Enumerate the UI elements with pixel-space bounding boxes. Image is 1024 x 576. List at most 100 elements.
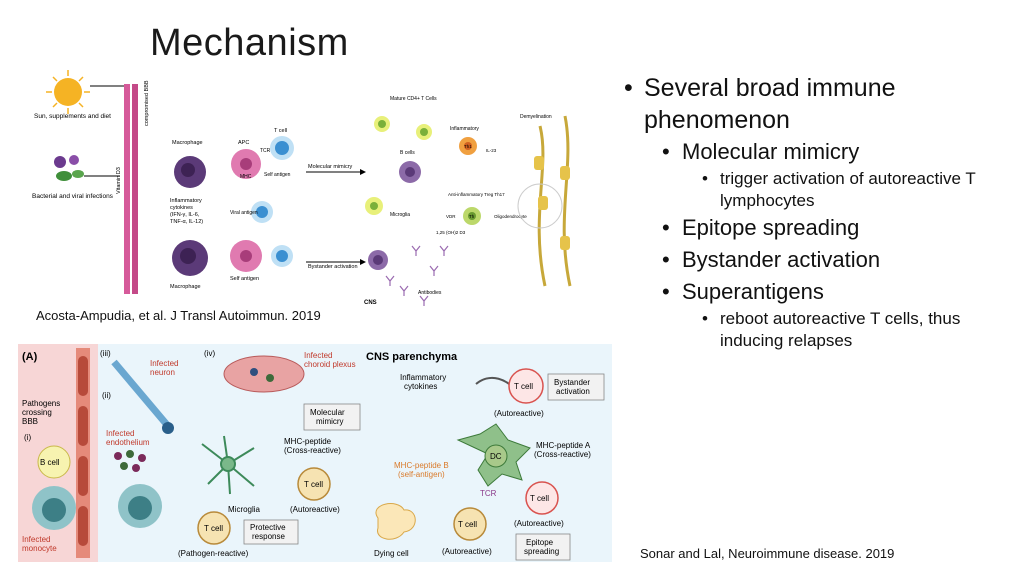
- bystander-box: [547, 373, 605, 401]
- macrophage-cell: [174, 156, 206, 188]
- apc-cell: [231, 149, 261, 179]
- caption-left: Acosta-Ampudia, et al. J Transl Autoimmu…: [36, 308, 321, 323]
- tcell-2-label: T cell: [204, 524, 223, 533]
- sun-label: Sun, supplements and diet: [34, 113, 111, 120]
- macrophage-cell-2: [172, 240, 208, 276]
- roman-iii: (iii): [100, 349, 111, 358]
- infected-monocyte: [32, 486, 76, 530]
- molecular-mimicry-box: [303, 403, 361, 431]
- macrophage-label: Macrophage: [172, 140, 203, 146]
- bbb-bar: [132, 84, 138, 294]
- t-cell-autoreactive-1: [297, 467, 331, 501]
- th-cell: [463, 207, 481, 225]
- il23-label: IL-23: [486, 148, 497, 153]
- tcr-label: TCR: [480, 489, 497, 498]
- dc-label: DC: [490, 452, 502, 461]
- bullet-trigger-activation: trigger activation of autoreactive T lym…: [622, 168, 1012, 212]
- antibodies-label: Antibodies: [418, 290, 442, 296]
- bystander-label: Bystander activation: [308, 264, 358, 270]
- t-cell-autoreactive-4: [525, 481, 559, 515]
- label-a: (A): [22, 351, 38, 363]
- bbb-wall: [76, 348, 90, 558]
- apc-cell-2: [230, 240, 262, 272]
- cns-label: CNS: [364, 300, 377, 306]
- bcells-label: B cells: [400, 150, 415, 156]
- bullet-epitope-spreading: Epitope spreading: [622, 212, 1012, 244]
- th1-label: Th1: [464, 144, 472, 149]
- tcell-label: T cell: [274, 128, 287, 134]
- cns-parenchyma-label: CNS parenchyma: [366, 351, 458, 363]
- protective-box: [243, 519, 299, 545]
- bbb-label: compromised BBB: [144, 80, 150, 126]
- roman-i: (i): [24, 433, 31, 442]
- bullet-molecular-mimicry: Molecular mimicry: [622, 136, 1012, 168]
- macrophage-label-2: Macrophage: [170, 284, 201, 290]
- bcell-label: B cell: [40, 458, 60, 467]
- vitd3-label: 1,25 (OH)2 D3: [436, 230, 466, 235]
- caption-right: Sonar and Lal, Neuroimmune disease. 2019: [640, 546, 895, 561]
- bacteria-icon: [54, 155, 84, 181]
- molecular-mimicry-label: Molecular mimicry: [308, 164, 353, 170]
- axon-myelin: [517, 115, 572, 287]
- vitamin-d-label: Vitamin D3: [116, 167, 122, 194]
- t-cell-3: [271, 245, 293, 267]
- self-antigen-label: Self antigen: [264, 172, 291, 178]
- choroid-plexus: [223, 355, 305, 393]
- autoreactive-4-label: (Autoreactive): [514, 519, 564, 528]
- b-cell: [37, 445, 71, 479]
- bacteria-label: Bacterial and viral infections: [32, 193, 114, 200]
- epitope-box: [515, 533, 571, 561]
- anti-inflammatory-label: Anti-inflammatory Treg Th17: [448, 192, 505, 197]
- th1-cell: [459, 137, 477, 155]
- tcell-3-label: T cell: [514, 382, 533, 391]
- vitamin-d-bar: [124, 84, 130, 294]
- t-cell-2: [251, 201, 273, 223]
- roman-ii: (ii): [102, 391, 111, 400]
- microglia-cell: [201, 435, 255, 495]
- microglia-label: Microglia: [228, 505, 261, 514]
- mature-label: Mature CD4+ T Cells: [390, 96, 437, 102]
- sun-icon: [46, 70, 90, 114]
- microglia-label: Microglia: [390, 212, 410, 218]
- t-cell-autoreactive-3: [453, 507, 487, 541]
- roman-iv: (iv): [204, 349, 215, 358]
- tcell-1-label: T cell: [304, 480, 323, 489]
- cd4-t-cells: [365, 116, 432, 215]
- tcell-5-label: T cell: [530, 494, 549, 503]
- demyelination-label: Demyelination: [520, 114, 552, 120]
- dendritic-cell: [456, 423, 531, 487]
- figure-vitamin-d-mechanism: Sun, supplements and diet Bacterial and …: [20, 66, 612, 306]
- self-antigen-label-2: Self antigen: [230, 276, 259, 282]
- bullet-level1: Several broad immune phenomenon: [622, 72, 1012, 136]
- tcr-label: TCR: [260, 148, 271, 154]
- mhc-label: MHC: [240, 174, 252, 180]
- pathogen-dots: [114, 450, 146, 472]
- mhc-b-label: MHC-peptide B(self-antigen): [394, 461, 449, 479]
- bullet-list: Several broad immune phenomenon Molecula…: [622, 72, 1012, 352]
- inflammatory-label: Inflammatory: [450, 126, 479, 132]
- slide-title: Mechanism: [150, 22, 349, 64]
- vdr-label: VDR: [446, 214, 456, 219]
- t-cell-pathogen: [197, 511, 231, 545]
- viral-antigen-label: Viral antigen: [230, 210, 258, 216]
- infected-neuron: [111, 359, 174, 434]
- bullet-reboot: reboot autoreactive T cells, thus induci…: [622, 308, 1012, 352]
- bullet-bystander-activation: Bystander activation: [622, 244, 1012, 276]
- tcell-4-label: T cell: [458, 520, 477, 529]
- oligodendrocyte-label: Oligodendrocyte: [494, 214, 527, 219]
- autoreactive-2-label: (Autoreactive): [494, 409, 544, 418]
- dying-cell-label: Dying cell: [374, 549, 409, 558]
- dying-cell: [375, 503, 416, 540]
- autoreactive-3-label: (Autoreactive): [442, 547, 492, 556]
